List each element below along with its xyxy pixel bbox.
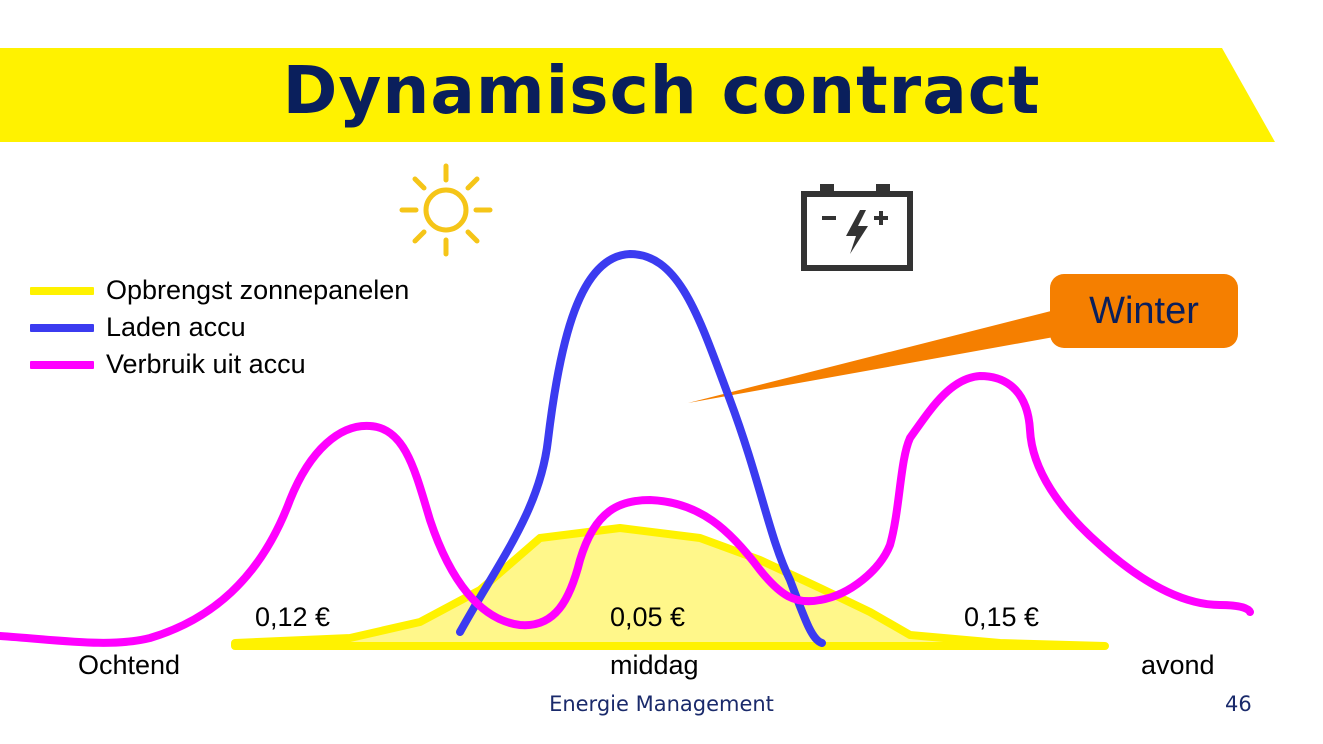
sun-icon (399, 163, 493, 257)
solar-yield-curve (231, 524, 1109, 650)
winter-callout: Winter (1050, 274, 1238, 348)
callout-pointer (688, 310, 1065, 403)
legend: Opbrengst zonnepanelen Laden accu Verbru… (30, 272, 409, 383)
legend-item-consumption: Verbruik uit accu (30, 346, 409, 383)
legend-label: Laden accu (106, 312, 246, 342)
axis-label-evening: avond (1141, 650, 1215, 680)
axis-label-morning: Ochtend (78, 650, 181, 680)
axis-label-midday: middag (610, 650, 699, 680)
footer-text: Energie Management (549, 692, 774, 716)
legend-swatch-solar (30, 286, 94, 295)
legend-item-solar: Opbrengst zonnepanelen (30, 272, 409, 309)
page-title: Dynamisch contract (282, 52, 1041, 129)
price-midday: 0,05 € (610, 602, 686, 632)
battery-icon (801, 184, 913, 271)
price-morning: 0,12 € (255, 602, 331, 632)
legend-swatch-charge (30, 323, 94, 332)
charge-curve (456, 249, 826, 647)
page-number: 46 (1225, 692, 1252, 716)
legend-label: Opbrengst zonnepanelen (106, 275, 410, 305)
legend-swatch-consumption (30, 360, 94, 369)
consumption-curve (0, 371, 1254, 647)
legend-item-charge: Laden accu (30, 309, 409, 346)
title-banner (0, 48, 1275, 142)
price-evening: 0,15 € (964, 602, 1040, 632)
legend-label: Verbruik uit accu (106, 349, 306, 379)
